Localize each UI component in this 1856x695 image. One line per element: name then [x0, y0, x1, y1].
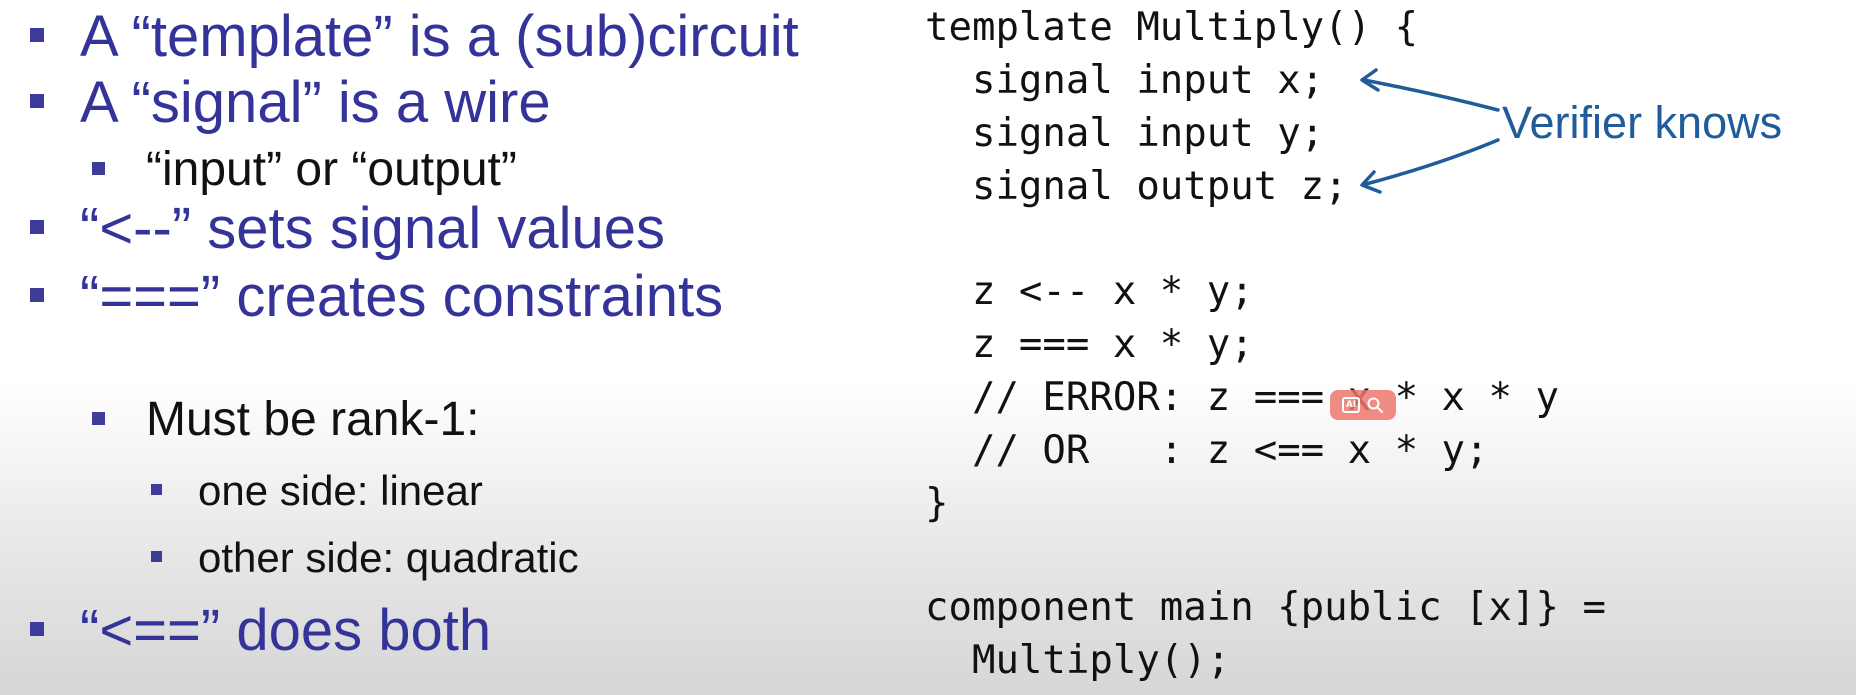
ai-lens-button[interactable]: AI	[1330, 390, 1396, 420]
bullet-list: A “template” is a (sub)circuit A “signal…	[0, 0, 900, 695]
bullet-text: Must be rank-1:	[146, 393, 480, 446]
code-line: template Multiply() {	[925, 5, 1419, 50]
ai-icon: AI	[1342, 397, 1360, 413]
bullet-marker-icon	[30, 220, 44, 234]
bullet-text: “===” creates constraints	[80, 264, 724, 329]
code-line: signal input y;	[925, 111, 1325, 156]
bullet-text: “input” or “output”	[146, 143, 517, 196]
bullet-text: “<==” does both	[80, 598, 492, 663]
verifier-knows-annotation: Verifier knows	[1502, 97, 1783, 148]
search-icon	[1367, 397, 1383, 413]
bullet-marker-icon	[30, 94, 44, 108]
bullet-marker-icon	[92, 162, 105, 175]
code-line: component main {public [x]} =	[925, 585, 1606, 630]
code-line: // ERROR: z === x * x * y	[925, 375, 1559, 420]
code-line: }	[925, 481, 949, 526]
code-line: z <-- x * y;	[925, 269, 1254, 314]
bullet-text: one side: linear	[198, 467, 483, 514]
bullet-text: “<--” sets signal values	[80, 196, 666, 261]
bullet-marker-icon	[30, 622, 44, 636]
bullet-text: A “signal” is a wire	[80, 70, 551, 135]
code-line: // OR : z <== x * y;	[925, 428, 1489, 473]
bullet-marker-icon	[30, 288, 44, 302]
bullet-marker-icon	[151, 551, 162, 562]
code-line: Multiply();	[925, 638, 1231, 683]
code-line: signal output z;	[925, 164, 1348, 209]
bullet-marker-icon	[92, 412, 105, 425]
code-line: z === x * y;	[925, 322, 1254, 367]
bullet-marker-icon	[30, 28, 44, 42]
code-line: signal input x;	[925, 58, 1325, 103]
bullet-text: A “template” is a (sub)circuit	[80, 4, 799, 69]
bullet-text: other side: quadratic	[198, 534, 579, 581]
code-block: template Multiply() { signal input x; si…	[925, 0, 1825, 695]
bullet-marker-icon	[151, 484, 162, 495]
